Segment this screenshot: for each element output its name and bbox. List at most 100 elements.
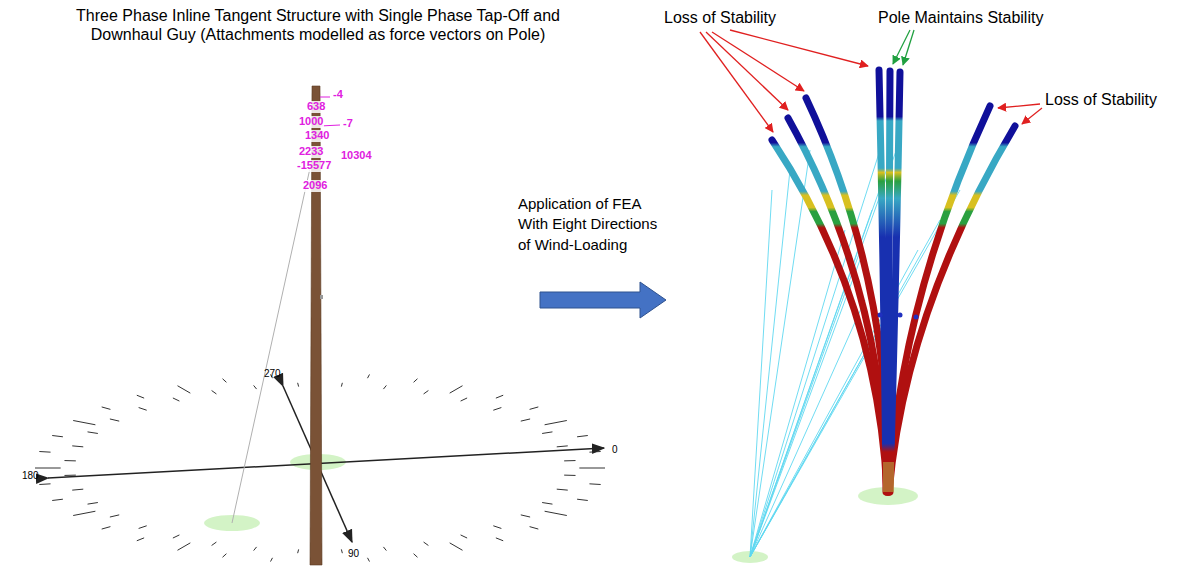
compass-angle: 0 [612, 444, 618, 456]
compass-tick [297, 549, 299, 553]
compass-tick [88, 432, 98, 434]
compass-tick [73, 421, 95, 425]
compass-tick [137, 395, 144, 398]
force-value: 10304 [340, 150, 373, 162]
compass-tick [496, 538, 503, 541]
compass-tick [39, 451, 50, 453]
force-value: -15577 [296, 160, 332, 172]
compass-tick [254, 385, 257, 389]
compass-tick [589, 451, 600, 453]
compass-tick [73, 511, 95, 515]
compass-tick [383, 385, 386, 389]
guy-wires [750, 140, 960, 557]
compass-tick [64, 475, 75, 476]
compass-tick [461, 535, 468, 538]
force-value: 1340 [304, 130, 330, 142]
compass-tick [577, 436, 588, 437]
force-value: -7 [342, 118, 354, 130]
callout-arrows [893, 30, 914, 65]
compass-tick [577, 499, 588, 500]
compass-tick [52, 436, 63, 437]
compass-tick [564, 460, 575, 461]
compass-tick [341, 549, 343, 553]
compass-tick [173, 535, 180, 538]
compass-tick [35, 468, 61, 469]
compass-tick [414, 554, 418, 558]
force-value: 2096 [302, 180, 328, 192]
compass-tick [212, 391, 217, 394]
compass-angle: 270 [264, 368, 281, 380]
force-value: 1000 [298, 116, 324, 128]
compass-tick [564, 475, 575, 476]
compass-tick [271, 558, 273, 562]
compass-tick [450, 386, 463, 393]
guy-wire [750, 300, 865, 557]
compass-tick [297, 383, 299, 387]
compass-tick [178, 386, 191, 393]
guy-wire [750, 230, 845, 557]
compass-tick [542, 503, 552, 505]
compass-axis [48, 448, 604, 478]
compass-tick [173, 398, 180, 401]
guy-wire [750, 190, 960, 557]
compass-tick [424, 391, 429, 394]
compass-tick [521, 515, 530, 517]
compass-tick [368, 558, 370, 562]
pole-hardware [320, 295, 323, 299]
compass-tick [341, 383, 343, 387]
compass-tick [461, 398, 468, 401]
compass-tick [545, 421, 567, 425]
compass-tick [102, 407, 111, 409]
compass-tick [530, 407, 539, 409]
compass-tick [212, 542, 217, 545]
deflected-poles [772, 70, 1015, 492]
compass-tick [137, 538, 144, 541]
process-arrow [540, 282, 666, 318]
compass-tick [72, 489, 83, 491]
compass-tick [493, 408, 501, 411]
compass-tick [88, 503, 98, 505]
compass-tick [414, 379, 418, 383]
guy-wire [750, 330, 878, 557]
compass-tick [557, 489, 568, 491]
compass-tick [530, 527, 539, 529]
compass-tick [178, 543, 191, 550]
compass-tick [589, 483, 600, 485]
diagram-title: Three Phase Inline Tangent Structure wit… [58, 6, 578, 44]
compass-tick [223, 554, 227, 558]
force-value: 2233 [298, 146, 324, 158]
compass-tick [139, 408, 147, 411]
annotation: Application of FEA With Eight Directions… [518, 194, 668, 255]
compass-tick [424, 542, 429, 545]
compass-tick [521, 419, 530, 421]
compass-angle: 180 [22, 470, 39, 482]
compass-tick [223, 379, 227, 383]
annotation: Loss of Stability [1045, 90, 1157, 109]
force-value: 638 [306, 101, 326, 113]
force-value: -4 [332, 89, 344, 101]
compass-tick [383, 547, 386, 551]
downhaul-guy [232, 150, 314, 523]
compass-tick [139, 526, 147, 529]
guy-wire [750, 220, 940, 557]
compass-tick [579, 468, 605, 469]
compass-tick [110, 419, 119, 421]
force-vector [320, 97, 330, 98]
annotation: Loss of Stability [664, 8, 776, 27]
compass-tick [557, 445, 568, 447]
node-dot [914, 315, 919, 320]
annotation: Pole Maintains Stability [878, 8, 1043, 27]
compass-tick [254, 547, 257, 551]
callout-arrows [700, 30, 1042, 132]
pole-butt [883, 462, 894, 492]
compass-tick [496, 395, 503, 398]
compass-tick [545, 511, 567, 515]
compass-tick [52, 499, 63, 500]
compass-tick [64, 460, 75, 461]
compass-tick [368, 374, 370, 378]
compass-angle: 90 [348, 548, 359, 560]
compass-tick [72, 445, 83, 447]
compass-tick [542, 432, 552, 434]
compass-tick [110, 515, 119, 517]
